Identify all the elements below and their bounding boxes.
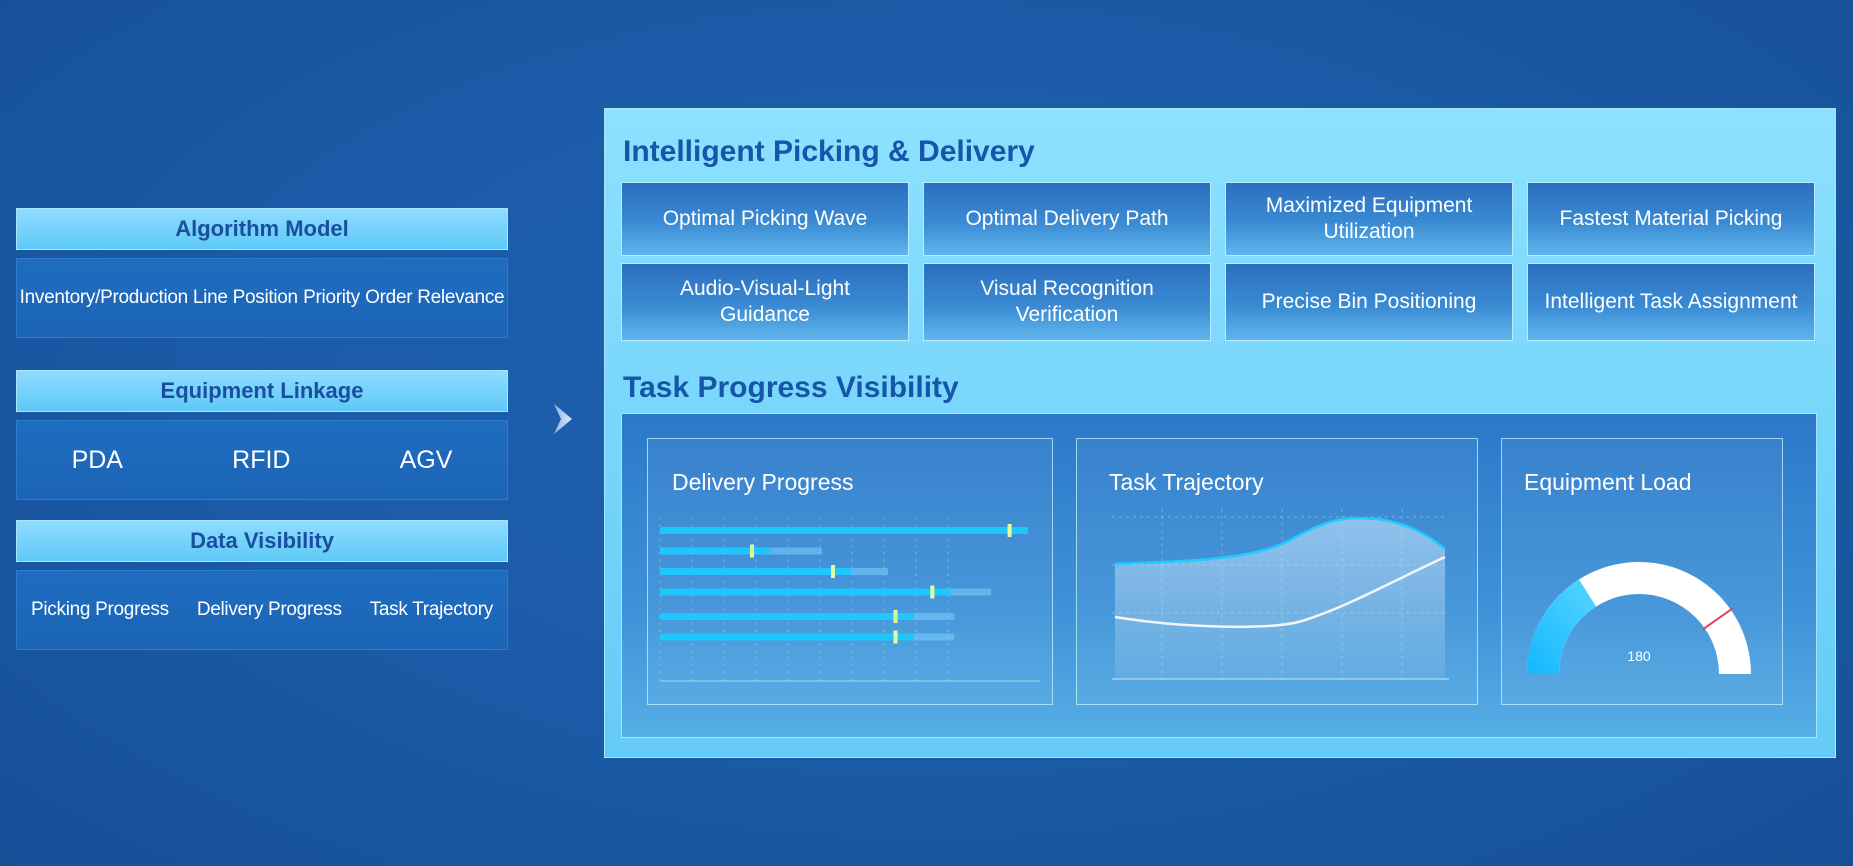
trajectory-area xyxy=(1115,518,1445,679)
progress-marker xyxy=(830,565,835,578)
item-inventory-production-line-position: Inventory/Production Line Position xyxy=(19,287,298,308)
progress-marker xyxy=(893,610,898,623)
section-title: Equipment Linkage xyxy=(16,370,508,412)
progress-bar-fill xyxy=(660,527,1028,534)
item-task-trajectory: Task Trajectory xyxy=(369,599,494,620)
gauge-needle xyxy=(1702,607,1733,631)
card-title: Task Trajectory xyxy=(1109,469,1264,495)
gauge-value: 180 xyxy=(1627,648,1651,664)
tile-fastest-material-picking: Fastest Material Picking xyxy=(1527,182,1815,256)
progress-bar-fill xyxy=(660,568,852,575)
tile-optimal-picking-wave: Optimal Picking Wave xyxy=(621,182,909,256)
task-trajectory-chart xyxy=(1112,509,1449,680)
tile-intelligent-task-assignment: Intelligent Task Assignment xyxy=(1527,263,1815,341)
panel-title: Intelligent Picking & Delivery xyxy=(623,135,1035,168)
item-agv: AGV xyxy=(399,445,453,474)
equipment-load-gauge: 180 xyxy=(1527,562,1751,674)
section-items: Picking Progress Delivery Progress Task … xyxy=(16,570,508,650)
progress-bar-fill xyxy=(660,633,914,641)
tile-optimal-delivery-path: Optimal Delivery Path xyxy=(923,182,1211,256)
section-equipment-linkage: Equipment Linkage PDA RFID AGV xyxy=(16,370,508,500)
item-picking-progress: Picking Progress xyxy=(31,599,169,620)
tile-maximized-equipment-utilization: Maximized Equipment Utilization xyxy=(1225,182,1513,256)
section-title: Data Visibility xyxy=(16,520,508,562)
progress-title: Task Progress Visibility xyxy=(623,371,959,404)
task-progress-frame: Delivery Progress Task Trajectory xyxy=(621,413,1817,738)
section-algorithm-model: Algorithm Model Inventory/Production Lin… xyxy=(16,208,508,338)
task-trajectory-card: Task Trajectory xyxy=(1076,438,1478,705)
tile-precise-bin-positioning: Precise Bin Positioning xyxy=(1225,263,1513,341)
card-title: Delivery Progress xyxy=(672,469,854,495)
progress-bar-fill xyxy=(660,547,771,555)
item-rfid: RFID xyxy=(232,445,291,474)
equipment-load-card: Equipment Load 180 xyxy=(1501,438,1783,705)
progress-marker xyxy=(893,630,898,644)
section-data-visibility: Data Visibility Picking Progress Deliver… xyxy=(16,520,508,650)
item-delivery-progress: Delivery Progress xyxy=(196,599,342,620)
card-title: Equipment Load xyxy=(1524,469,1692,495)
item-priority: Priority xyxy=(303,287,360,308)
tile-audio-visual-light-guidance: Audio-Visual-Light Guidance xyxy=(621,263,909,341)
progress-marker xyxy=(750,544,754,558)
progress-bar-fill xyxy=(660,588,951,596)
trajectory-line-upper xyxy=(1114,516,1446,566)
progress-marker xyxy=(930,585,935,599)
delivery-progress-chart xyxy=(659,517,1040,682)
delivery-progress-card: Delivery Progress xyxy=(647,438,1053,705)
chevron-right-icon xyxy=(554,404,572,434)
section-title: Algorithm Model xyxy=(16,208,508,250)
progress-marker xyxy=(1007,524,1012,537)
section-items: PDA RFID AGV xyxy=(16,420,508,500)
gauge-fill xyxy=(1527,579,1597,674)
item-order-relevance: Order Relevance xyxy=(365,287,505,308)
tile-visual-recognition-verification: Visual Recognition Verification xyxy=(923,263,1211,341)
progress-bar-fill xyxy=(660,613,914,620)
section-items: Inventory/Production Line Position Prior… xyxy=(16,258,508,338)
intelligent-picking-panel: Intelligent Picking & Delivery Optimal P… xyxy=(604,108,1836,758)
trajectory-line-lower xyxy=(1114,555,1446,629)
item-pda: PDA xyxy=(71,445,123,474)
